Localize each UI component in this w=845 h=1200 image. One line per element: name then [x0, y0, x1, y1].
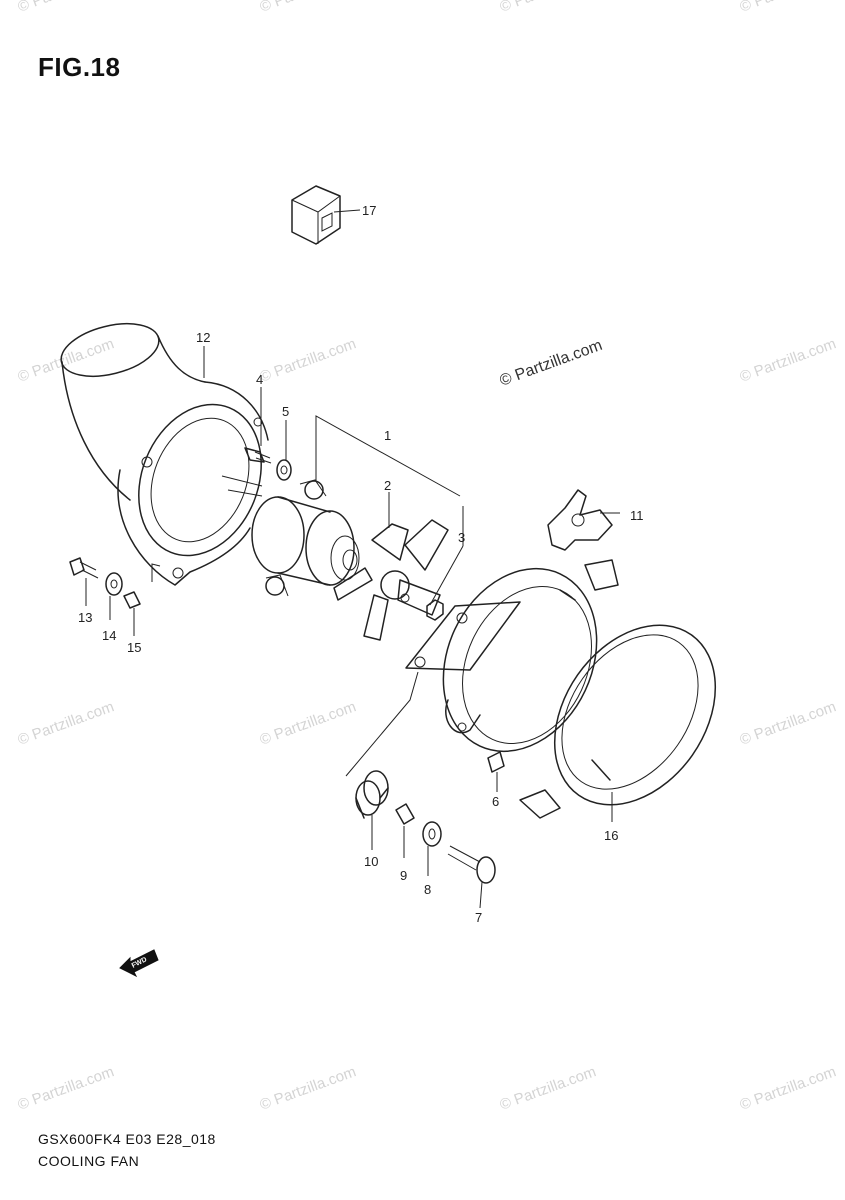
part-2-fan-blade[interactable] [333, 519, 449, 641]
callout-8: 8 [424, 882, 431, 897]
part-17-relay[interactable] [291, 185, 341, 245]
figure-title: FIG.18 [38, 52, 121, 82]
callout-12: 12 [196, 330, 210, 345]
watermark-main: © Partzilla.com [498, 337, 605, 390]
callout-16: 16 [604, 828, 618, 843]
part-8-washer[interactable] [422, 821, 442, 847]
callout-17: 17 [362, 203, 376, 218]
watermark: © Partzilla.com [258, 698, 359, 749]
watermark: © Partzilla.com [16, 335, 117, 386]
watermark: © Partzilla.com [738, 0, 839, 16]
watermark: © Partzilla.com [16, 0, 117, 16]
part-1-fan-motor[interactable] [221, 475, 360, 597]
footer-model-code: GSX600FK4 E03 E28_018 [38, 1131, 216, 1147]
watermark: © Partzilla.com [258, 335, 359, 386]
watermark: © Partzilla.com [738, 335, 839, 386]
leader-lines [85, 209, 620, 909]
watermark: © Partzilla.com [16, 698, 117, 749]
fwd-arrow-icon: FWD [119, 949, 159, 978]
callout-11: 11 [630, 508, 644, 523]
callout-2: 2 [384, 478, 391, 493]
part-9-collar[interactable] [395, 803, 415, 825]
watermark: © Partzilla.com [258, 1063, 359, 1114]
part-3-nut[interactable] [426, 599, 444, 621]
callout-5: 5 [282, 404, 289, 419]
watermark: © Partzilla.com [258, 0, 359, 16]
callout-14: 14 [102, 628, 116, 643]
part-10-cushion[interactable] [355, 770, 389, 819]
part-12-fan-shroud[interactable] [56, 315, 283, 586]
part-5-washer[interactable] [276, 459, 292, 481]
watermark-grid: © Partzilla.com © Partzilla.com © Partzi… [16, 0, 839, 1114]
callout-4: 4 [256, 372, 263, 387]
part-16-fan-housing[interactable] [405, 543, 749, 835]
callout-10: 10 [364, 854, 378, 869]
callout-7: 7 [475, 910, 482, 925]
footer-section-name: COOLING FAN [38, 1153, 140, 1169]
callout-labels: 17 12 4 5 1 2 3 11 13 14 15 6 16 10 9 8 … [78, 203, 644, 925]
callout-6: 6 [492, 794, 499, 809]
watermark: © Partzilla.com [16, 1063, 117, 1114]
watermark: © Partzilla.com [498, 1063, 599, 1114]
callout-3: 3 [458, 530, 465, 545]
callout-9: 9 [400, 868, 407, 883]
watermark: © Partzilla.com [738, 698, 839, 749]
part-11-clip[interactable] [547, 489, 613, 551]
part-6-clip-nut[interactable] [487, 751, 505, 773]
watermark: © Partzilla.com [498, 0, 599, 16]
part-14-washer[interactable] [105, 572, 123, 596]
part-4-bolt[interactable] [244, 447, 272, 464]
callout-13: 13 [78, 610, 92, 625]
part-13-bolt[interactable] [69, 557, 99, 579]
watermark: © Partzilla.com [738, 1063, 839, 1114]
callout-15: 15 [127, 640, 141, 655]
callout-1: 1 [384, 428, 391, 443]
part-15-collar[interactable] [123, 591, 141, 609]
part-7-bolt[interactable] [447, 845, 496, 884]
